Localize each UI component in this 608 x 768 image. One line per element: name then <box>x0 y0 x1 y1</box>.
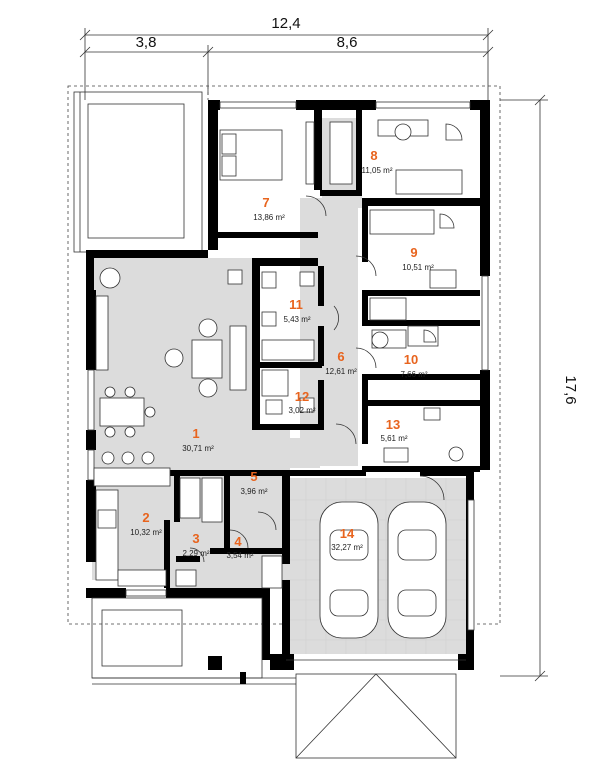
left-width-label: 3,8 <box>136 34 157 51</box>
driveway-canopy <box>286 659 466 759</box>
room-3-number: 3 <box>192 531 199 546</box>
room-12-area: 3,02 m² <box>288 406 315 415</box>
room-13-area: 5,61 m² <box>380 434 407 443</box>
room-2-number: 2 <box>142 510 149 525</box>
room-10-number: 10 <box>404 352 418 367</box>
total-width-label: 12,4 <box>271 15 300 32</box>
walls <box>86 100 490 670</box>
car-right <box>387 501 447 639</box>
car-left <box>319 501 379 639</box>
room-11-number: 11 <box>289 297 303 312</box>
room-9-number: 9 <box>410 245 417 260</box>
roof-outline <box>67 85 501 625</box>
doors <box>189 195 445 563</box>
room-6-area: 12,61 m² <box>325 367 357 376</box>
room-13-number: 13 <box>386 417 400 432</box>
room-4-area: 3,54 m² <box>226 551 253 560</box>
dimension-lines <box>79 28 548 682</box>
room-2-area: 10,32 m² <box>130 528 162 537</box>
room-6-number: 6 <box>337 349 344 364</box>
room-1-number: 1 <box>192 426 199 441</box>
right-width-label: 8,6 <box>337 34 358 51</box>
furniture <box>93 119 464 589</box>
room-7-number: 7 <box>262 195 269 210</box>
room-5-number: 5 <box>250 469 257 484</box>
room-3-area: 2,29 m² <box>182 549 209 558</box>
room-9-area: 10,51 m² <box>402 263 434 272</box>
total-height-label: 17,6 <box>562 375 579 404</box>
room-1-area: 30,71 m² <box>182 444 214 453</box>
room-14-area: 32,27 m² <box>331 543 363 552</box>
room-11-area: 5,43 m² <box>283 315 310 324</box>
terrace-top <box>73 91 203 253</box>
room-4-number: 4 <box>234 534 242 549</box>
room-5-area: 3,96 m² <box>240 487 267 496</box>
room-10-area: 7,66 m² <box>400 370 427 379</box>
room-14-number: 14 <box>340 526 355 541</box>
windows <box>87 101 489 631</box>
room-7-area: 13,86 m² <box>253 213 285 222</box>
garage-cars <box>319 501 447 639</box>
room-8-number: 8 <box>370 148 377 163</box>
room-8-area: 11,05 m² <box>362 166 393 175</box>
terrace-bottom <box>91 597 296 685</box>
room-12-number: 12 <box>295 389 309 404</box>
room-labels: 1 30,71 m² 2 10,32 m² 3 2,29 m² 4 3,54 m… <box>130 148 434 560</box>
